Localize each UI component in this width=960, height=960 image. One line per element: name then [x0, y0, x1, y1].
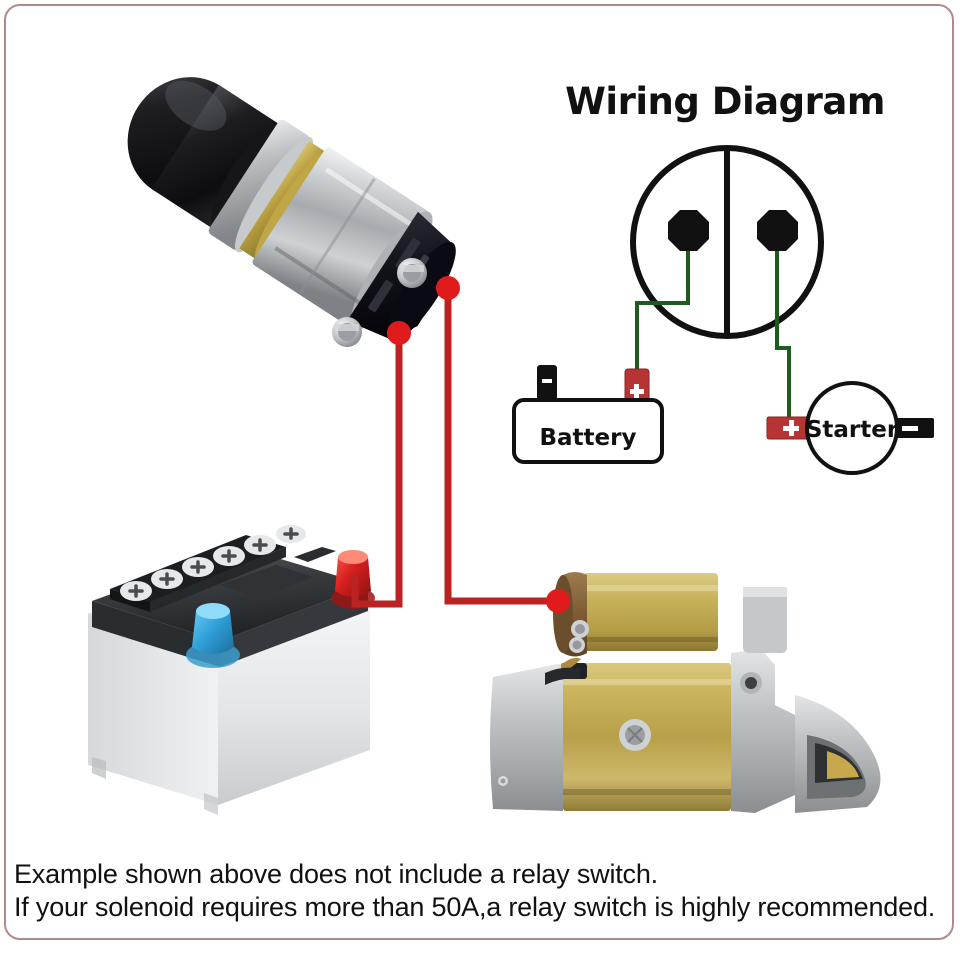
page-title: Wiring Diagram	[565, 80, 885, 123]
starter-symbol	[766, 381, 934, 475]
footer-note-line-2: If your solenoid requires more than 50A,…	[14, 892, 936, 922]
footer-note: Example shown above does not include a r…	[14, 858, 949, 924]
power-wire-solenoid-to-starter	[436, 276, 570, 613]
wire-solenoid-left-to-battery-positive	[635, 251, 690, 372]
battery-label: Battery	[540, 425, 637, 451]
battery-photo	[88, 525, 375, 815]
solenoid-terminal-upper	[397, 258, 427, 288]
battery-negative-post	[186, 603, 240, 668]
solenoid-symbol	[630, 145, 824, 339]
solenoid-terminal-right	[757, 210, 798, 251]
starter-label: Starter	[806, 417, 899, 443]
power-wire-solenoid-to-battery	[351, 321, 411, 608]
wire-solenoid-right-to-starter-positive	[775, 251, 791, 428]
solenoid-switch-photo	[127, 77, 456, 347]
starter-solenoid-terminals	[545, 620, 589, 685]
battery-symbol	[512, 365, 664, 464]
solenoid-terminal-lower	[332, 317, 362, 347]
battery-cell-caps	[120, 525, 306, 601]
footer-note-line-1: Example shown above does not include a r…	[14, 859, 658, 889]
solenoid-terminal-left	[668, 210, 709, 251]
battery-positive-post	[331, 550, 375, 609]
